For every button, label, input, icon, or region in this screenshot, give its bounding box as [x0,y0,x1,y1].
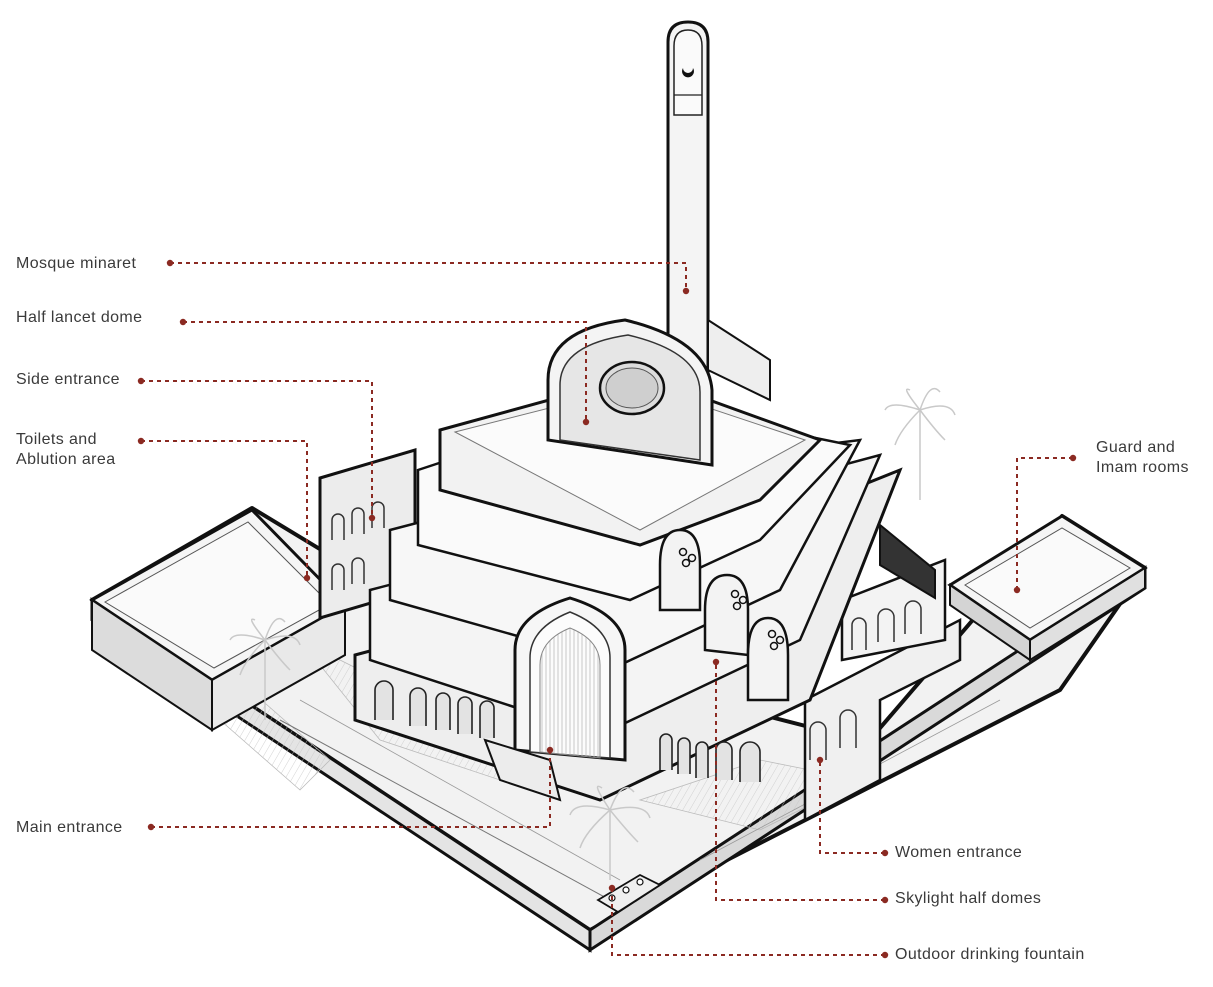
leader-side-entrance [141,380,373,518]
leader-half-lancet-dome [183,321,587,422]
leader-main-entrance [151,750,551,828]
leader-dots [137,259,1077,959]
label-toilets-line1: Toilets and [16,431,97,448]
leader-minaret [170,262,687,291]
label-skylight-half-domes: Skylight half domes [895,889,1041,909]
guard-imam-block [947,514,1148,662]
palm-tree-front [569,785,651,880]
palm-tree-right [884,387,956,500]
label-outdoor-drinking-fountain-text: Outdoor drinking fountain [895,946,1085,963]
label-side-entrance: Side entrance [16,370,120,390]
label-guard-line2: Imam rooms [1096,459,1189,476]
main-entrance-portal [483,596,627,802]
label-side-entrance-text: Side entrance [16,371,120,388]
label-toilets-line2: Ablution area [16,451,116,468]
label-main-entrance-text: Main entrance [16,819,123,836]
leader-guard [1016,457,1073,590]
leader-women-entrance [819,760,885,854]
stepped-prayer-hall [353,373,903,802]
label-outdoor-drinking-fountain: Outdoor drinking fountain [895,945,1085,965]
leader-fountain [611,888,885,956]
label-half-lancet-dome-text: Half lancet dome [16,309,143,326]
ablution-block [89,447,417,732]
women-entrance-wall [803,522,962,823]
label-main-entrance: Main entrance [16,818,123,838]
label-mosque-minaret: Mosque minaret [16,254,136,274]
label-skylight-half-domes-text: Skylight half domes [895,890,1042,907]
palm-tree-left [229,617,301,720]
label-toilets-ablution: Toilets and Ablution area [16,430,116,470]
label-mosque-minaret-text: Mosque minaret [16,255,137,272]
leader-lines [141,262,1073,956]
skylight-half-domes [658,528,790,702]
leader-skylight [715,662,885,901]
label-guard-line1: Guard and [1096,439,1176,456]
label-half-lancet-dome: Half lancet dome [16,308,142,328]
label-guard-imam-rooms: Guard and Imam rooms [1096,438,1189,478]
label-women-entrance-text: Women entrance [895,844,1023,861]
label-women-entrance: Women entrance [895,843,1022,863]
palm-trees [229,387,956,880]
half-lancet-dome [546,318,714,467]
leader-toilets [141,440,308,578]
minaret [666,20,771,402]
